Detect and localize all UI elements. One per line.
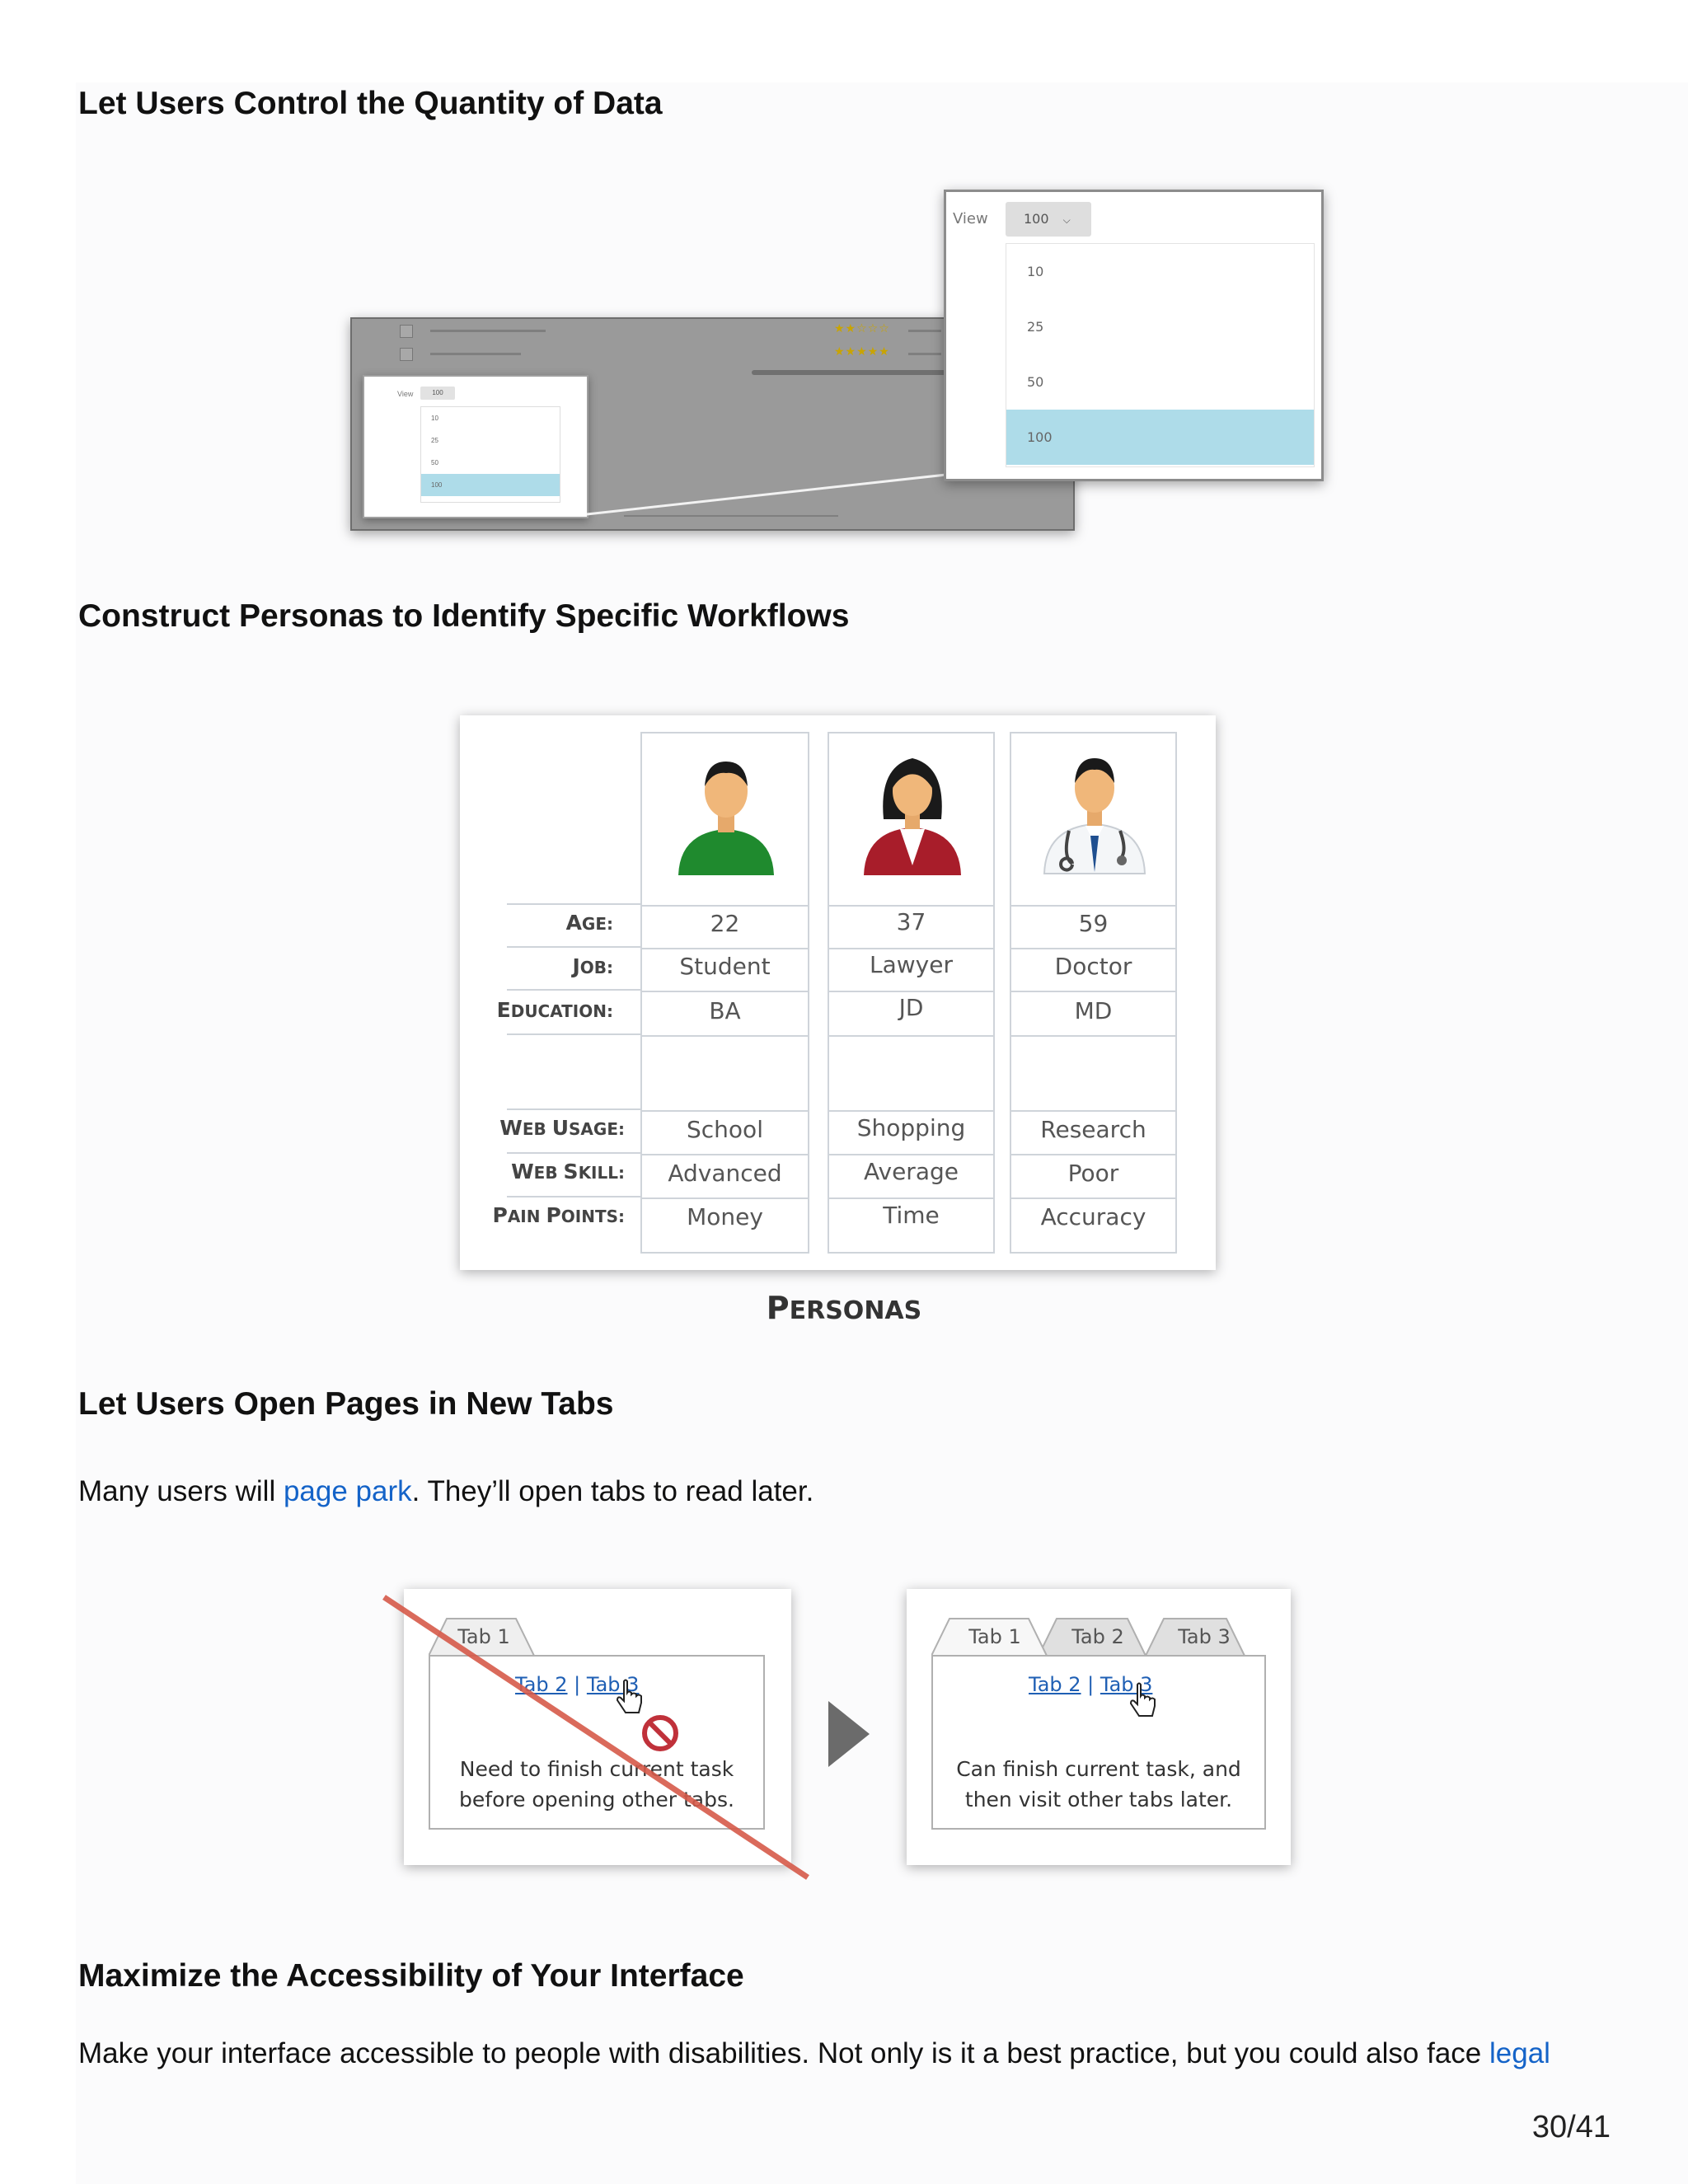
- view-option[interactable]: 25: [1027, 319, 1044, 335]
- persona-web-skill: Poor: [1067, 1160, 1119, 1187]
- view-option-selected[interactable]: 100: [1006, 410, 1314, 465]
- page-number: 30/41: [1531, 2110, 1611, 2144]
- rating-stars: ★★☆☆☆: [834, 322, 890, 335]
- tab-1: Tab 1: [457, 1625, 510, 1648]
- view-select-small: 100: [420, 387, 455, 400]
- personas-caption: PERSONAS: [766, 1290, 922, 1326]
- persona-age: 37: [896, 908, 926, 935]
- persona-job: Student: [679, 953, 771, 980]
- tab-2: Tab 2: [1071, 1625, 1124, 1648]
- persona-education: JD: [898, 994, 924, 1021]
- tab-2-link[interactable]: Tab 2: [1029, 1673, 1081, 1696]
- persona-age: 22: [710, 910, 740, 937]
- personas-figure: AGE: JOB: EDUCATION: WEB USAGE: WEB SKIL…: [460, 715, 1216, 1270]
- row-label-age: AGE:: [565, 911, 613, 935]
- page-park-link[interactable]: page park: [283, 1475, 412, 1507]
- doctor-icon: [1043, 758, 1146, 874]
- legal-link[interactable]: legal: [1489, 2037, 1550, 2069]
- tab-3-link[interactable]: Tab 3: [1100, 1673, 1153, 1696]
- persona-column-lawyer: 37 Lawyer JD Shopping Average Time: [828, 732, 995, 1254]
- persona-column-student: 22 Student BA School Advanced Money: [640, 732, 809, 1254]
- zoom-connector: [586, 448, 1324, 516]
- tab-shapes: [931, 1618, 1245, 1657]
- row-date: [908, 330, 941, 332]
- persona-web-skill: Average: [864, 1158, 959, 1185]
- view-options-small: 10 25 50 100: [420, 406, 560, 503]
- view-options: 10 25 50 100: [1006, 243, 1315, 467]
- tabs-good-example: Tab 1 Tab 2 Tab 3 Tab 2 | Tab 3 Can fini…: [907, 1589, 1291, 1865]
- persona-job: Doctor: [1054, 953, 1132, 980]
- persona-web-usage: Research: [1040, 1116, 1146, 1143]
- tabs-bad-example: Tab 1 Tab 2 | Tab 3 Need to finish curre…: [404, 1589, 791, 1865]
- footer-text: [624, 515, 838, 517]
- view-label-small: View: [397, 390, 414, 398]
- hand-cursor-icon: [1129, 1682, 1156, 1717]
- persona-pain-points: Time: [883, 1202, 940, 1229]
- persona-education: BA: [709, 997, 741, 1024]
- persona-web-skill: Advanced: [668, 1160, 782, 1187]
- heading-personas: Construct Personas to Identify Specific …: [78, 598, 850, 634]
- view-option: 25: [431, 437, 438, 444]
- row-label-job: JOB:: [572, 954, 613, 978]
- tab-3: Tab 3: [1178, 1625, 1231, 1648]
- scrollbar: [752, 370, 1106, 375]
- rating-stars: ★★★★★: [834, 345, 890, 359]
- good-caption: Can finish current task, and then visit …: [956, 1757, 1241, 1811]
- row-text: [430, 330, 546, 332]
- hand-cursor-icon: [616, 1679, 642, 1713]
- accessibility-paragraph: Make your interface accessible to people…: [78, 2037, 1550, 2069]
- row-label-pain-points: PAIN POINTS:: [492, 1203, 625, 1227]
- persona-web-usage: Shopping: [856, 1114, 966, 1141]
- tabs-paragraph: Many users will page park. They’ll open …: [78, 1475, 814, 1507]
- view-select[interactable]: 100 ⌵: [1006, 202, 1091, 237]
- persona-age: 59: [1078, 910, 1109, 937]
- view-option[interactable]: 10: [1027, 264, 1044, 279]
- view-option: 10: [431, 415, 438, 422]
- tab-1: Tab 1: [968, 1625, 1021, 1648]
- row-date: [908, 353, 941, 355]
- view-dropdown-zoomed: View 100 ⌵ 10 25 50 100: [944, 190, 1324, 481]
- student-icon: [678, 762, 774, 875]
- row-label-web-skill: WEB SKILL:: [511, 1160, 625, 1183]
- lawyer-icon: [864, 758, 961, 875]
- persona-pain-points: Accuracy: [1040, 1203, 1146, 1230]
- view-select-value: 100: [1024, 211, 1049, 227]
- chevron-down-icon: ⌵: [1062, 214, 1071, 226]
- view-option[interactable]: 50: [1027, 374, 1044, 390]
- view-option-selected: 100: [421, 474, 560, 496]
- persona-column-doctor: 59 Doctor MD Research Poor Accuracy: [1010, 732, 1177, 1254]
- row-checkbox: [400, 325, 413, 338]
- view-option: 50: [431, 459, 438, 466]
- view-label: View: [953, 210, 988, 227]
- row-label-education: EDUCATION:: [496, 998, 613, 1022]
- heading-quantity: Let Users Control the Quantity of Data: [78, 86, 663, 121]
- tab-links: Tab 2 | Tab 3: [1029, 1673, 1153, 1696]
- arrow-right-icon: [828, 1701, 870, 1767]
- heading-accessibility: Maximize the Accessibility of Your Inter…: [78, 1958, 744, 1994]
- persona-job: Lawyer: [870, 951, 953, 978]
- heading-tabs: Let Users Open Pages in New Tabs: [78, 1386, 614, 1422]
- cross-out-line: [382, 1595, 809, 1880]
- persona-web-usage: School: [687, 1116, 763, 1143]
- row-checkbox: [400, 348, 413, 361]
- row-label-web-usage: WEB USAGE:: [499, 1116, 625, 1140]
- persona-education: MD: [1074, 997, 1113, 1024]
- row-text: [430, 353, 521, 355]
- persona-pain-points: Money: [687, 1203, 763, 1230]
- view-dropdown-thumbnail: View 100 10 25 50 100: [363, 375, 588, 518]
- no-entry-icon: [642, 1715, 678, 1751]
